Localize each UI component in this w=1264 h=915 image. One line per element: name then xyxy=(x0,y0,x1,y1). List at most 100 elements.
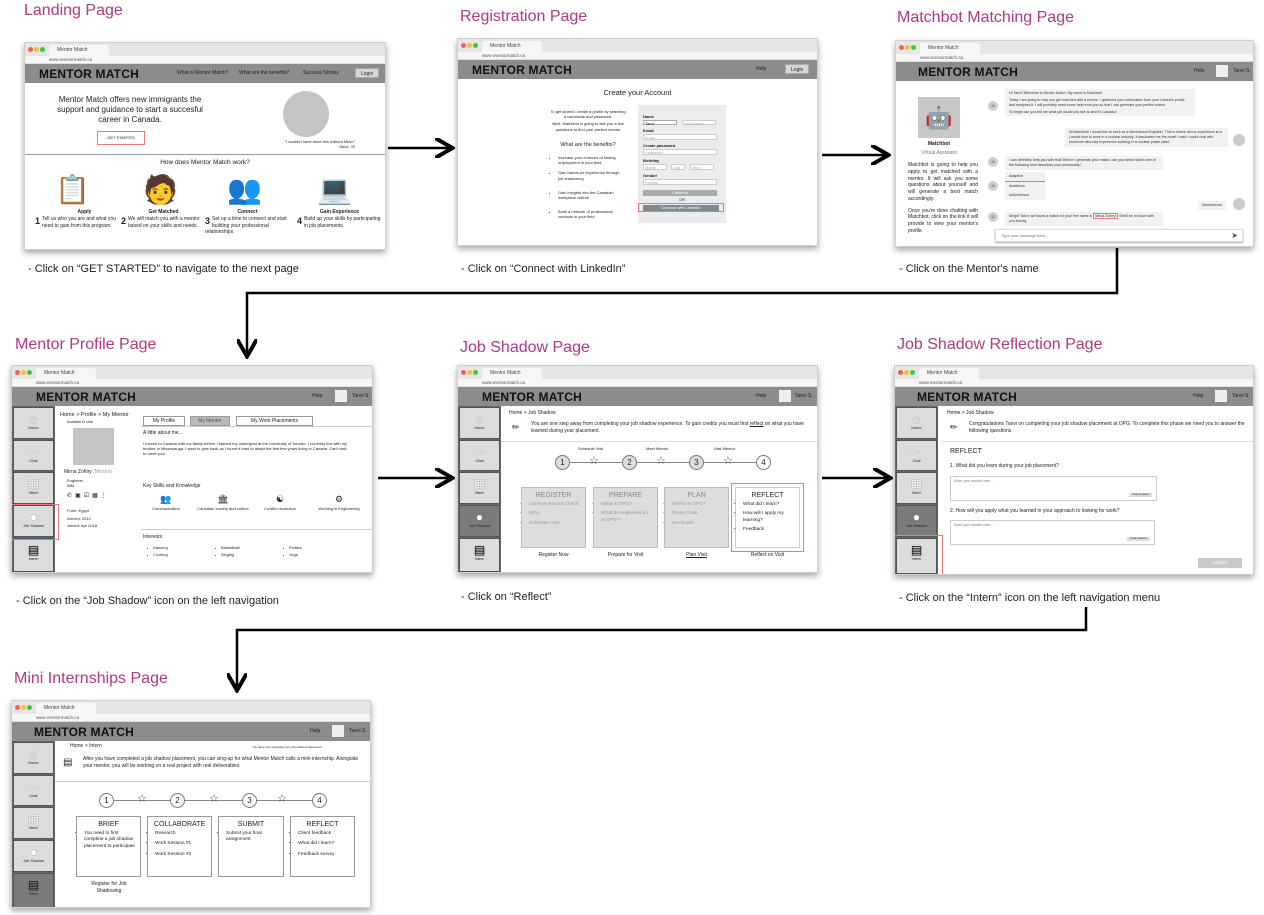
nav-benefits[interactable]: What are the benefits? xyxy=(239,70,290,76)
nav-chat[interactable]: ⋯Chat xyxy=(896,440,937,471)
nav-chat[interactable]: ⋯Chat xyxy=(13,440,54,471)
logo[interactable]: MENTOR MATCH xyxy=(39,67,139,81)
user-name[interactable]: Tanvi S. xyxy=(795,393,813,399)
address-bar[interactable]: www.mentormatch.ca xyxy=(895,379,1253,387)
user-name[interactable]: Tanvi S. xyxy=(1232,393,1250,399)
gender-select[interactable]: Female xyxy=(643,179,717,185)
password-input[interactable]: Password xyxy=(643,149,717,155)
register-job-shadowing-link[interactable]: Register for Job Shadowing xyxy=(91,881,127,894)
intern-notice: You have not completed your job shadow p… xyxy=(252,745,322,749)
logo[interactable]: MENTOR MATCH xyxy=(918,65,1018,79)
address-bar[interactable]: www.mentormatch.ca xyxy=(12,379,372,387)
nav-job-shadow[interactable]: ●Job Shadow xyxy=(896,505,937,537)
logo[interactable]: MENTOR MATCH xyxy=(472,63,572,77)
browser-tab[interactable]: Mentor Match xyxy=(36,703,96,714)
login-button[interactable]: Login xyxy=(355,68,380,78)
nav-job-shadow[interactable]: ●Job Shadow xyxy=(13,505,54,537)
user-avatar[interactable] xyxy=(335,390,347,402)
answer-2-input[interactable]: Enter your answer here...Post Answer xyxy=(950,520,1155,545)
nav-meet[interactable]: ▦Meet xyxy=(13,807,54,839)
post-answer-button[interactable]: Post Answer xyxy=(1129,492,1152,497)
birth-day-input[interactable]: Day xyxy=(671,164,685,170)
tab-my-mentor[interactable]: My Mentor xyxy=(190,416,230,426)
birth-year-input[interactable]: Year xyxy=(690,164,714,170)
nav-intern[interactable]: ▤Intern xyxy=(13,873,54,907)
reflect-highlight xyxy=(731,483,804,552)
user-avatar[interactable] xyxy=(1216,65,1228,77)
mentor-name-link[interactable]: Mirna Zohiry! xyxy=(1093,213,1119,219)
browser-tab[interactable]: Mentor Match xyxy=(482,368,542,379)
birth-month-select[interactable]: Month xyxy=(643,164,667,170)
login-button[interactable]: Login xyxy=(785,64,810,74)
user-avatar[interactable] xyxy=(1215,390,1227,402)
plan-visit-link[interactable]: Plan Visit xyxy=(686,552,707,558)
user-name[interactable]: Tanvi S. xyxy=(1233,68,1251,74)
help-link[interactable]: Help xyxy=(756,66,767,72)
tab-my-profile[interactable]: My Profile xyxy=(143,416,185,426)
nav-job-shadow[interactable]: ●Job Shadow xyxy=(459,505,500,537)
browser-tab[interactable]: Mentor Match xyxy=(920,43,980,54)
nav-success[interactable]: Success Stories xyxy=(303,70,339,76)
first-name-input[interactable]: Tanvi xyxy=(643,120,677,126)
browser-tab[interactable]: Mentor Match xyxy=(36,368,96,379)
get-started-button[interactable]: GET STARTED xyxy=(97,131,145,145)
reflect-on-visit-link[interactable]: Reflect on Visit xyxy=(750,552,785,558)
nav-meet[interactable]: ▦Meet xyxy=(13,472,54,504)
user-avatar[interactable] xyxy=(332,725,344,737)
reflect-card[interactable]: REFLECTWhat did I learn?How will I apply… xyxy=(735,487,800,548)
address-bar[interactable]: www.mentormatch.ca xyxy=(458,379,817,387)
address-bar[interactable]: www.mentormatch.ca xyxy=(25,56,385,64)
connect-linkedin-button[interactable]: Connect with LinkedIn xyxy=(643,205,719,211)
nav-home[interactable]: ⌂Home xyxy=(13,407,54,439)
post-answer-button[interactable]: Post Answer xyxy=(1127,536,1150,541)
option-adventurous[interactable]: Adventurous xyxy=(1009,192,1030,197)
nav-job-shadow[interactable]: ●Job Shadow xyxy=(13,840,54,872)
nav-meet[interactable]: ▦Meet xyxy=(896,472,937,504)
help-link[interactable]: Help xyxy=(312,393,323,399)
nav-what-is[interactable]: What is Mentor Match? xyxy=(177,70,229,76)
nav-intern[interactable]: ▤Intern xyxy=(896,538,937,574)
browser-tab[interactable]: Mentor Match xyxy=(482,41,542,52)
nav-meet[interactable]: ▦Meet xyxy=(459,472,500,504)
answer-1-input[interactable]: Enter your answer here...Post Answer xyxy=(950,476,1157,501)
address-bar[interactable]: www.mentormatch.ca xyxy=(896,54,1253,62)
submit-button[interactable]: SUBMIT xyxy=(1198,558,1242,568)
logo[interactable]: MENTOR MATCH xyxy=(34,725,134,739)
intern-badge-icon: ▤ xyxy=(27,543,40,557)
help-link[interactable]: Help xyxy=(310,728,321,734)
address-bar[interactable]: www.mentormatch.ca xyxy=(12,714,370,722)
option-ambitious[interactable]: Ambitious xyxy=(1009,183,1025,188)
nav-chat[interactable]: ⋯Chat xyxy=(459,440,500,471)
user-name[interactable]: Tanvi S. xyxy=(352,393,370,399)
browser-tab[interactable]: Mentor Match xyxy=(49,45,109,56)
help-link[interactable]: Help xyxy=(1193,393,1204,399)
browser-tab[interactable]: Mentor Match xyxy=(919,368,979,379)
register-now-link[interactable]: Register Now xyxy=(538,552,569,558)
email-input[interactable]: email xyxy=(643,134,717,140)
reflect-link[interactable]: reflect xyxy=(749,421,764,427)
logo[interactable]: MENTOR MATCH xyxy=(917,390,1017,404)
contact-icons[interactable]: ✆▣☑▦⋮ xyxy=(67,493,110,499)
nav-home[interactable]: ⌂Home xyxy=(13,742,54,774)
address-bar[interactable]: www.mentormatch.ca xyxy=(458,52,817,60)
user-avatar-icon xyxy=(1233,134,1245,146)
user-avatar[interactable] xyxy=(779,390,791,402)
message-input[interactable]: Type your message here...➤ xyxy=(995,229,1243,242)
help-link[interactable]: Help xyxy=(1194,68,1205,74)
nav-home[interactable]: ⌂Home xyxy=(459,407,500,439)
option-adaptive[interactable]: Adaptive xyxy=(1005,172,1045,182)
user-name[interactable]: Tanvi S. xyxy=(349,728,367,734)
logo[interactable]: MENTOR MATCH xyxy=(36,390,136,404)
tab-my-work-placements[interactable]: My Work Placements xyxy=(236,416,313,426)
nav-intern[interactable]: ▤Intern xyxy=(13,538,54,572)
logo[interactable]: MENTOR MATCH xyxy=(482,390,582,404)
send-icon[interactable]: ➤ xyxy=(1231,231,1238,240)
last-name-input[interactable]: Last Name xyxy=(682,120,716,126)
bot-message: Hi Tanvi! Welcome to Mentor Match. My na… xyxy=(1005,89,1195,117)
nav-home[interactable]: ⌂Home xyxy=(896,407,937,439)
prepare-link[interactable]: Prepare for Visit xyxy=(607,552,644,558)
continue-button[interactable]: Continue xyxy=(643,190,717,196)
nav-chat[interactable]: ⋯Chat xyxy=(13,775,54,806)
nav-intern[interactable]: ▤Intern xyxy=(459,538,500,572)
help-link[interactable]: Help xyxy=(756,393,767,399)
